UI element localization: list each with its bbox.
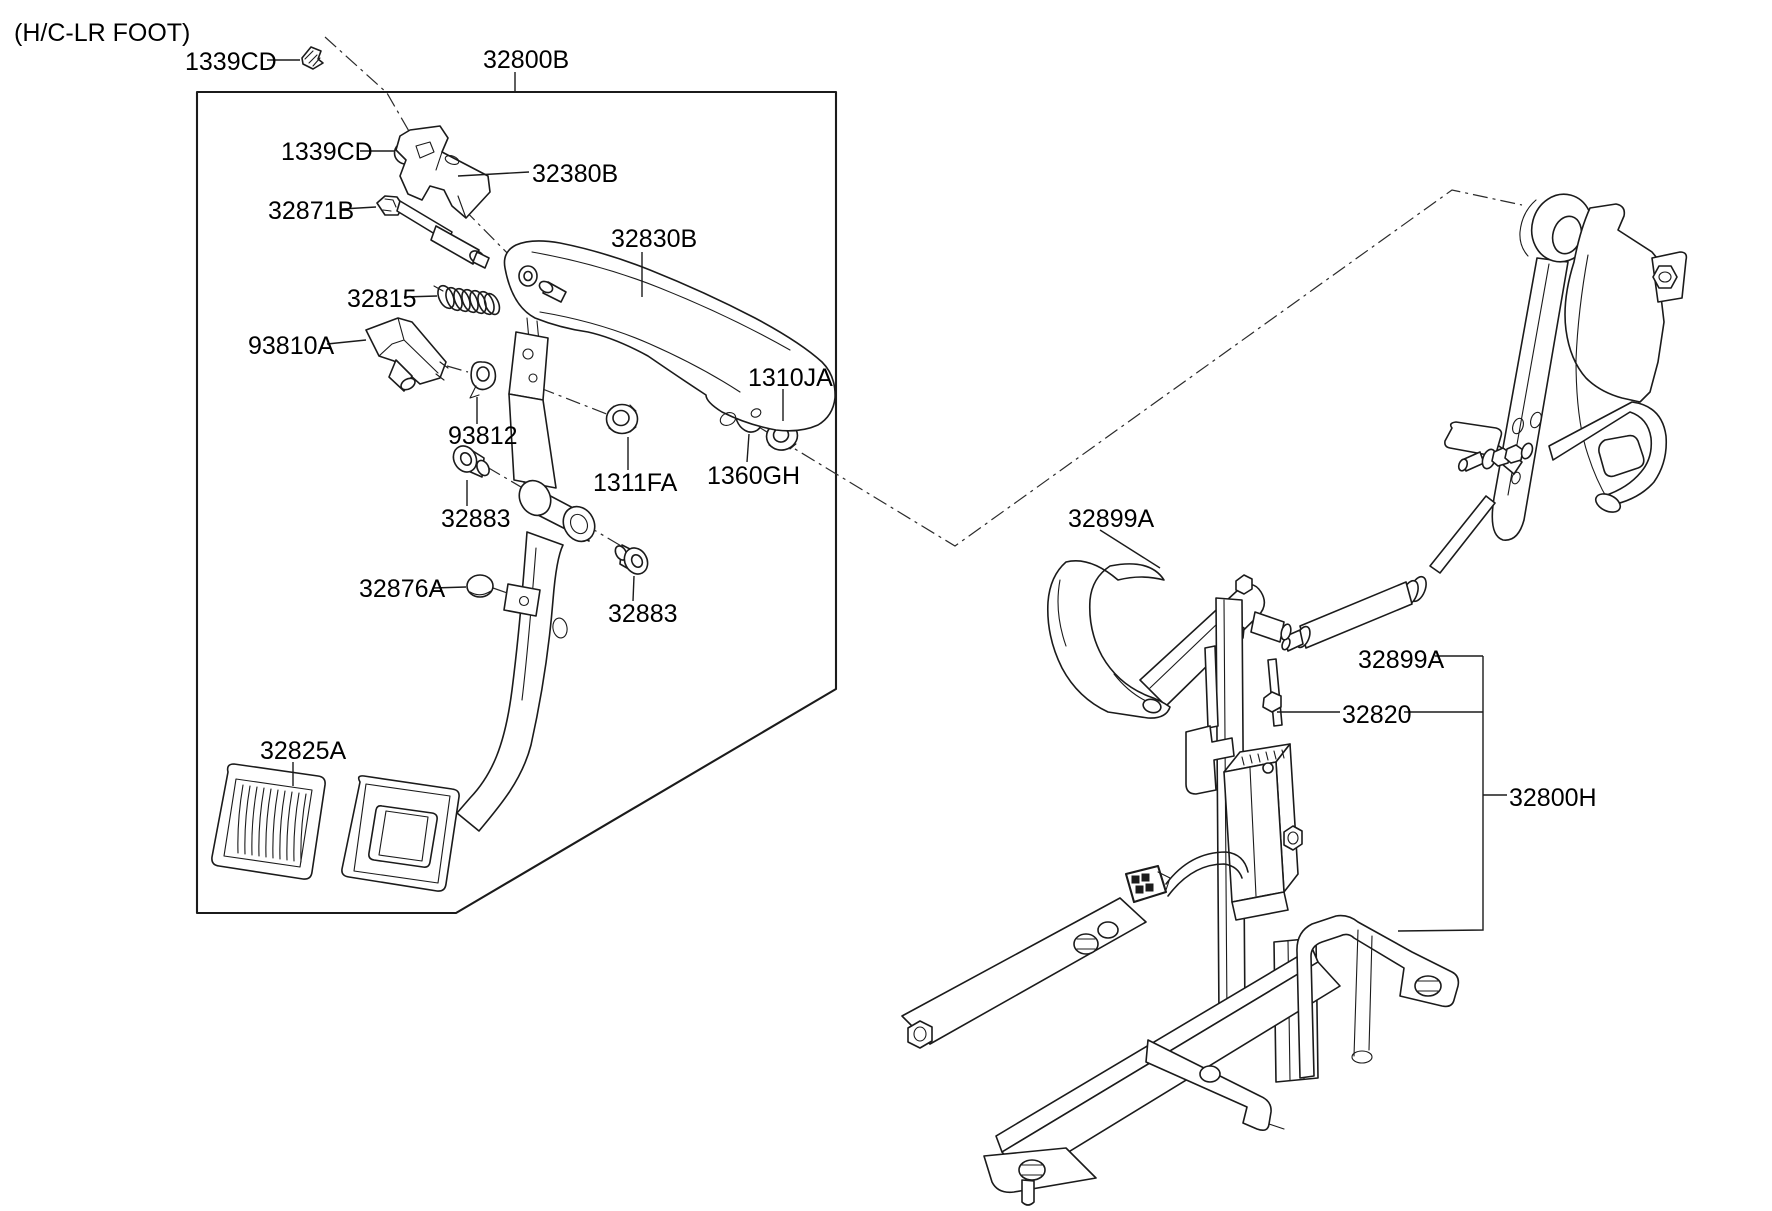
bushing-32883-lower [614,544,649,575]
part-label-32876a: 32876A [359,575,446,603]
center-line-0 [324,36,521,267]
pedal-member-32830b [503,240,836,432]
part-label-1310ja: 1310JA [748,364,833,392]
part-label-32899a-group: 32899A [1358,646,1445,674]
part-label-32800h: 32800H [1509,784,1597,812]
pedal-stopper-32876a [466,574,541,617]
clutch-switch-93810a [365,317,449,392]
pivot-bolt-32871b [376,195,490,269]
leader-32815 [403,295,438,298]
leader-lines [267,59,1507,796]
part-label-1339cd-nut: 1339CD [281,138,373,166]
bracket-32380b [395,125,491,219]
part-label-93812: 93812 [448,422,518,450]
part-label-32883-upper: 32883 [441,505,511,533]
part-label-32883-lower: 32883 [608,600,678,628]
leader-32876a [432,586,467,589]
dust-boot-32899a [1046,560,1171,719]
switch-grommet-93812 [469,361,497,399]
pedal-bracket-right [1564,203,1671,501]
part-label-32825a: 32825A [260,737,347,765]
leader-32380b [457,171,530,177]
switch-unit-32820 [1223,743,1303,921]
part-label-32871b: 32871B [268,197,354,225]
clevis-pin-cluster [1457,442,1534,472]
part-label-1360gh: 1360GH [707,462,800,490]
lever-arm [1139,583,1266,707]
pedal-plate-metal [341,775,460,892]
leader-32871b [341,206,377,210]
part-label-1311fa: 1311FA [593,469,678,497]
part-label-32820: 32820 [1342,701,1412,729]
rod-and-sleeve [1281,495,1496,652]
assembly-box-32800b [195,90,838,915]
leader-32899a-boot [1099,529,1161,569]
leader-32883-lower [632,575,635,602]
clamp-bracket [1185,645,1235,795]
part-label-1339cd-clip: 1339CD [185,48,277,76]
leader-1360gh [746,433,750,463]
flange-nut-1311fa [605,403,639,435]
pedal-pad-rubber-32825a [211,763,326,880]
floor-bracket-32800h [901,897,1460,1206]
part-label-32380b: 32380B [532,160,618,188]
center-line-5 [705,189,1523,547]
pivot-tube [518,479,596,543]
part-label-32800b: 32800B [483,46,569,74]
part-label-32899a-boot: 32899A [1068,505,1155,533]
snap-pin-1339cd [301,46,324,70]
wire-connector [1124,851,1249,904]
part-label-93810a: 93810A [248,332,335,360]
return-spring-32815 [433,284,501,316]
part-label-32830b: 32830B [611,225,697,253]
label-group-bracket [1397,656,1484,932]
center-line-2 [446,365,469,373]
center-line-1 [539,387,623,421]
mount-plate-bolt [1651,251,1688,303]
crank-tube [1548,401,1668,513]
leader-93810a [326,339,367,345]
part-label-32815: 32815 [347,285,417,313]
part-label-note: (H/C-LR FOOT) [14,19,190,47]
bushing-32883-upper [452,445,490,478]
